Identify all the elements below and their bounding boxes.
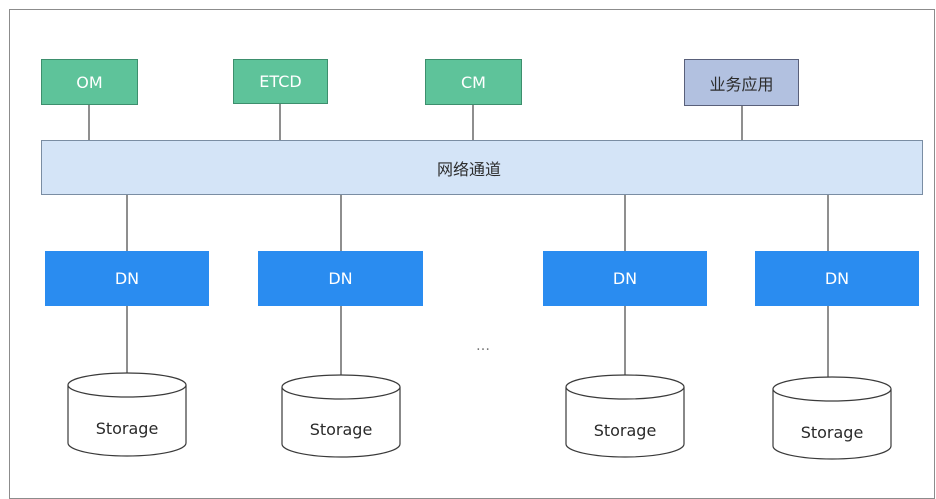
storage-label-3: Storage (593, 421, 657, 440)
cm-node: CM (425, 59, 522, 105)
storage-cylinder-4 (772, 376, 892, 460)
dn-node-4: DN (755, 251, 919, 306)
etcd-label: ETCD (259, 72, 302, 91)
dn-node-3: DN (543, 251, 707, 306)
storage-label-1: Storage (95, 419, 159, 438)
business-app-node: 业务应用 (684, 59, 799, 106)
network-channel-bus: 网络通道 (41, 140, 923, 195)
ellipsis: … (476, 338, 491, 354)
network-channel-label: 网络通道 (436, 159, 501, 179)
dn-label: DN (114, 269, 140, 288)
etcd-node: ETCD (233, 59, 328, 104)
dn-node-1: DN (45, 251, 209, 306)
cm-label: CM (461, 72, 486, 92)
dn-label: DN (612, 269, 638, 288)
om-label: OM (76, 72, 103, 92)
dn-label: DN (824, 269, 850, 288)
storage-label-4: Storage (800, 423, 864, 442)
dn-label: DN (328, 269, 353, 288)
storage-label-2: Storage (309, 420, 373, 439)
business-app-label: 业务应用 (709, 74, 774, 94)
storage-cylinder-3 (565, 374, 685, 458)
storage-cylinder-2 (281, 374, 401, 458)
dn-node-2: DN (258, 251, 423, 306)
om-node: OM (41, 59, 138, 105)
storage-cylinder-1 (67, 372, 187, 457)
